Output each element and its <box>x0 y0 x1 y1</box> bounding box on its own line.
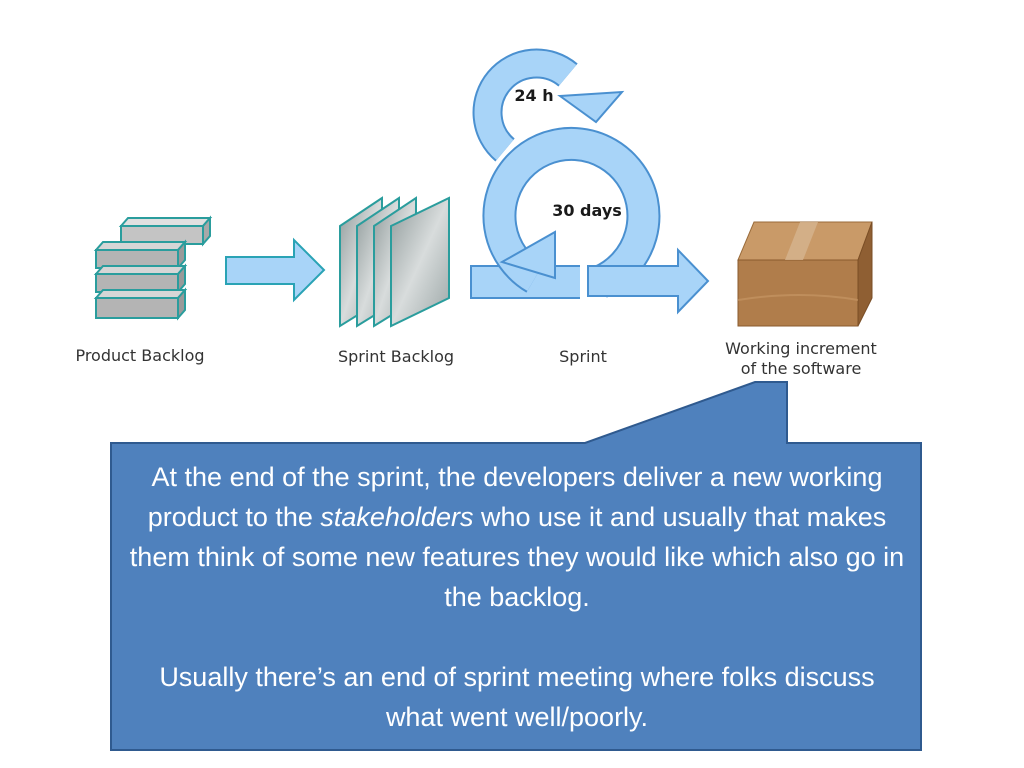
callout-para1-start: At the end of the sprint, the developers… <box>147 462 883 532</box>
callout-text: At the end of the sprint, the developers… <box>128 457 906 747</box>
daily-loop-label: 24 h <box>514 86 554 105</box>
working-increment-label: Working increment of the software <box>706 339 896 379</box>
stakeholders-emphasis: stakeholders <box>320 502 474 532</box>
sprint-label: Sprint <box>559 347 607 366</box>
sprint-loop-arrow <box>470 126 710 315</box>
product-backlog-label: Product Backlog <box>75 346 205 365</box>
paragraph-gap <box>128 617 906 657</box>
working-increment-label-line1: Working increment <box>725 339 877 358</box>
working-increment-label-line2: of the software <box>740 359 862 378</box>
callout-paragraph-1: At the end of the sprint, the developers… <box>128 457 906 617</box>
sprint-backlog-label: Sprint Backlog <box>337 347 455 366</box>
callout-bubble <box>110 381 922 751</box>
callout-para1-end: who use it and usually that makes them t… <box>129 502 905 612</box>
daily-loop-arrow <box>472 48 625 162</box>
callout-paragraph-2: Usually there’s an end of sprint meeting… <box>159 662 875 732</box>
product-backlog-icon <box>93 215 213 321</box>
sprint-loop-label: 30 days <box>552 201 622 220</box>
sprint-backlog-icon <box>339 196 450 328</box>
working-increment-box-icon <box>737 221 873 327</box>
flow-arrow-1 <box>225 237 326 303</box>
